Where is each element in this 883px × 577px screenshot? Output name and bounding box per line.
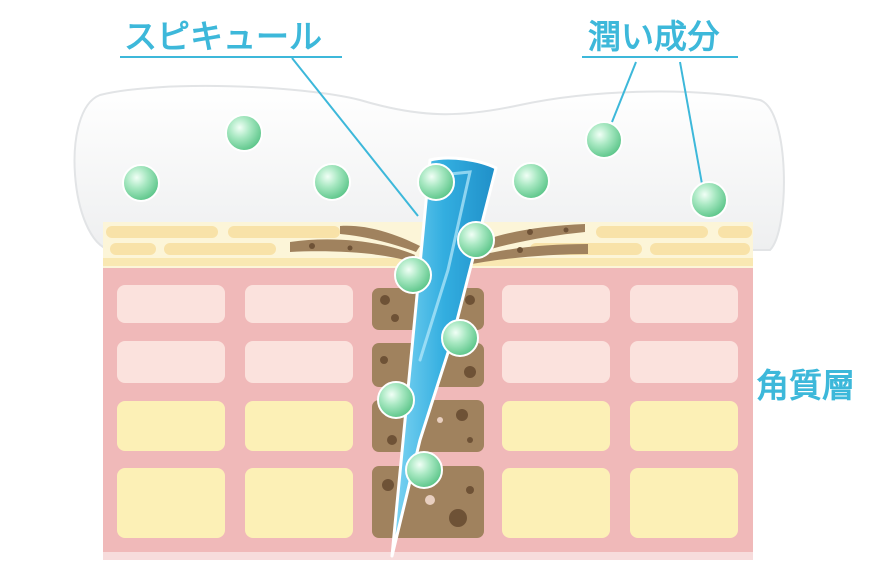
moisture-label: 潤い成分	[588, 17, 720, 56]
stratum-corneum-label: 角質層	[756, 366, 855, 405]
leader-lines	[291, 57, 703, 217]
damaged-surface	[290, 224, 588, 264]
skin-cells	[117, 285, 738, 538]
sebum-layer	[103, 222, 753, 268]
spicule-label: スピキュール	[124, 17, 322, 56]
moisture-balls	[122, 114, 728, 489]
